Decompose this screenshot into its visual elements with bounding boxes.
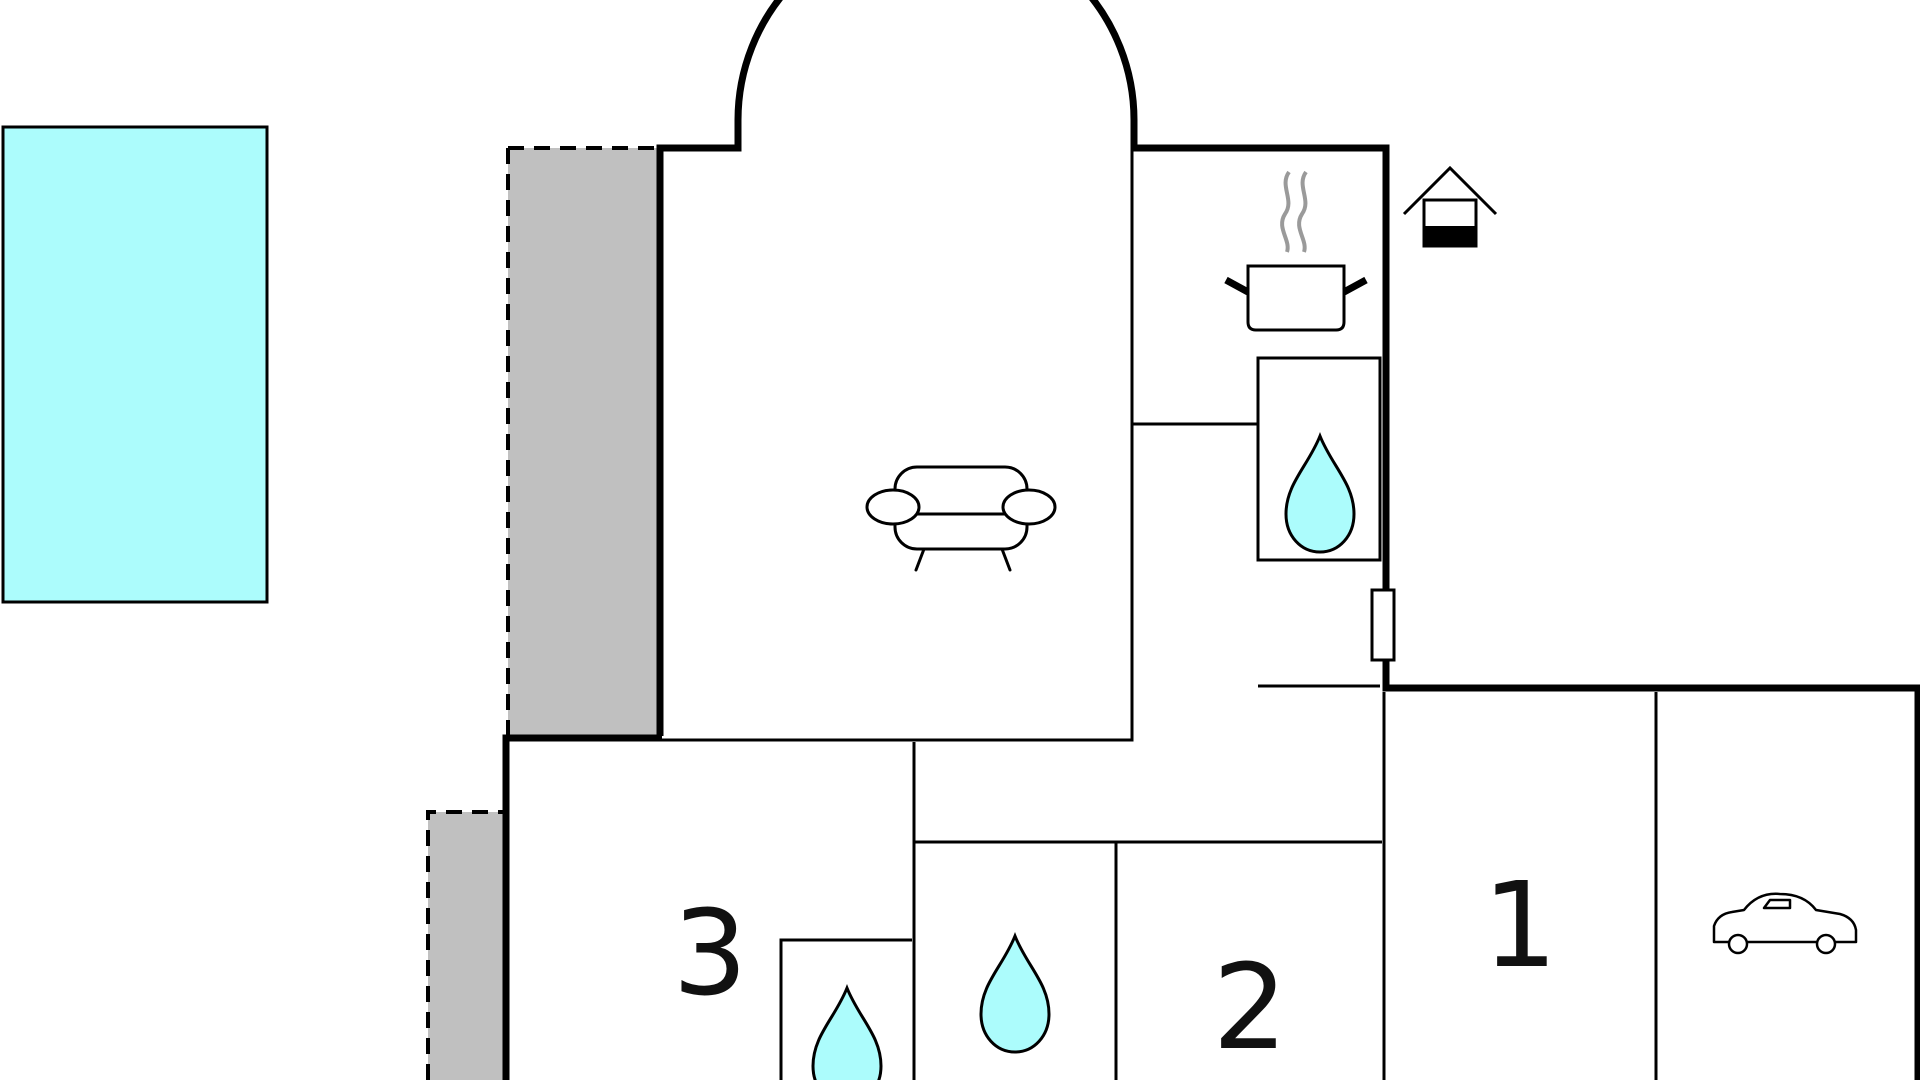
water-drop-icon <box>1284 431 1356 554</box>
room-number-1: 1 <box>1482 856 1557 994</box>
sofa-icon <box>865 465 1057 572</box>
terrace-upper <box>506 146 658 738</box>
water-drop-icon <box>979 931 1051 1054</box>
water-drop-icon <box>811 983 883 1080</box>
car-icon <box>1712 892 1858 955</box>
door-icon <box>1370 588 1396 662</box>
swimming-pool <box>1 125 269 604</box>
interior-walls <box>662 148 1658 1080</box>
terrace-lower <box>426 810 506 1080</box>
cooking-pot-icon <box>1224 170 1368 332</box>
room-number-2: 2 <box>1212 938 1287 1076</box>
house-icon <box>1402 165 1498 248</box>
exterior-walls <box>502 0 1920 1080</box>
room-number-3: 3 <box>672 884 747 1022</box>
